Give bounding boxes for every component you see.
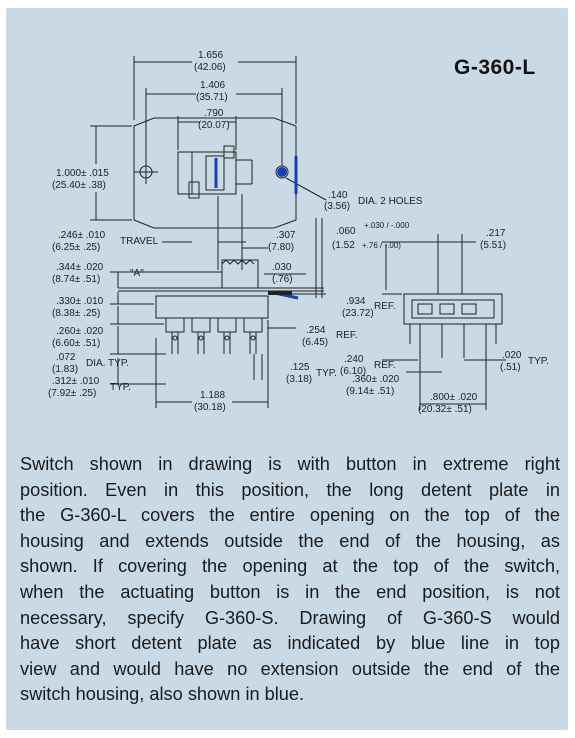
top-view-actuator: [205, 155, 225, 191]
dim-ref-934: .934: [346, 296, 366, 307]
dim-h-330-mm: (8.38± .25): [52, 308, 100, 319]
caption-line: view and would have no extension outside…: [20, 658, 560, 679]
dim-w-1188: 1.188: [200, 390, 225, 401]
dim-typ-125-label: TYP.: [316, 368, 337, 379]
dim-travel-label: TRAVEL: [120, 236, 159, 247]
dim-ref-934-label: REF.: [374, 301, 396, 312]
front-view-housing: [155, 295, 269, 319]
dim-h-312: .312± .010: [52, 376, 100, 387]
dim-plate-offset-mm-tol: +.76 / -.00): [362, 241, 401, 250]
dim-typ-020-label: TYP.: [528, 356, 549, 367]
caption-line: shown. If covering the opening at the to…: [20, 556, 560, 577]
dim-w-360: .360± .020: [352, 374, 400, 385]
dim-flange-height-mm: (25.40± .38): [52, 180, 106, 191]
part-number-title: G-360-L: [454, 56, 536, 79]
caption-line: when the actuating button is in the end …: [20, 581, 560, 602]
dim-holes-label: DIA. 2 HOLES: [358, 196, 423, 207]
dim-ref-934-mm: (23.72): [342, 308, 374, 319]
dim-travel: .246± .010: [58, 230, 106, 241]
dim-plate-030: .030: [272, 262, 292, 273]
dim-ref-240: .240: [344, 354, 364, 365]
top-view-flange: [133, 117, 297, 229]
dim-side-217-mm: (5.51): [480, 240, 506, 251]
dim-plate-offset: .060: [336, 226, 356, 237]
dim-actuator-width: .307: [276, 230, 296, 241]
dim-ref-254-label: REF.: [336, 330, 358, 341]
dim-w-360-mm: (9.14± .51): [346, 386, 394, 397]
dim-hole-spacing-mm: (35.71): [196, 92, 228, 103]
spec-panel: 1.656 (42.06) 1.406 (35.71) .790 (20.07)…: [6, 8, 568, 730]
dim-travel-mm: (6.25± .25): [52, 242, 100, 253]
caption-line: Switch shown in drawing is with button i…: [20, 454, 560, 474]
dim-body-length-mm: (20.07): [198, 120, 230, 131]
dim-dia-072: .072: [56, 352, 76, 363]
dim-hole-spacing: 1.406: [200, 80, 225, 91]
dim-a-label: "A": [130, 268, 144, 279]
caption-line: position. Even in this position, the lon…: [20, 479, 560, 500]
dim-overall-length: 1.656: [198, 50, 223, 61]
caption-line: necessary, specify G-360-S. Drawing of G…: [20, 607, 560, 628]
dim-actuator-width-mm: (7.80): [268, 242, 294, 253]
dim-holes: .140: [328, 190, 348, 201]
dim-overall-length-mm: (42.06): [194, 62, 226, 73]
dim-typ-020: .020: [502, 350, 522, 361]
dim-plate-030-mm: (.76): [272, 274, 293, 285]
dim-a-344-mm: (8.74± .51): [52, 274, 100, 285]
caption-line: housing and extends outside the end of t…: [20, 530, 560, 551]
dim-body-length: .790: [204, 108, 224, 119]
dim-flange-height: 1.000± .015: [56, 168, 109, 179]
dim-w-800-mm: (20.32± .51): [418, 404, 472, 415]
dim-side-217: .217: [486, 228, 506, 239]
switch-drawing: 1.656 (42.06) 1.406 (35.71) .790 (20.07)…: [48, 50, 549, 415]
dim-h-312-mm: (7.92± .25): [48, 388, 96, 399]
dim-dia-072-mm: (1.83): [52, 364, 78, 375]
dim-dia-label: DIA. TYP.: [86, 358, 129, 369]
dim-ref-254: .254: [306, 325, 326, 336]
top-view-body: [177, 151, 237, 195]
dim-typ-020-mm: (.51): [500, 362, 521, 373]
caption-line: the G-360-L covers the entire opening on…: [20, 505, 560, 526]
caption-line: have short detent plate as indicated by …: [20, 633, 560, 654]
dim-h-312-label: TYP.: [110, 382, 131, 393]
dim-w-1188-mm: (30.18): [194, 402, 226, 413]
side-view-housing: [403, 293, 503, 325]
dim-h-260-mm: (6.60± .51): [52, 338, 100, 349]
dim-typ-125: .125: [290, 362, 310, 373]
dim-plate-offset-mm: (1.52: [332, 240, 355, 251]
dim-plate-offset-tol: +.030 / -.000: [364, 221, 410, 230]
dim-ref-240-label: REF.: [374, 360, 396, 371]
dim-h-260: .260± .020: [56, 326, 104, 337]
dim-h-330: .330± .010: [56, 296, 104, 307]
dim-w-800: .800± .020: [430, 392, 478, 403]
dim-holes-mm: (3.56): [324, 201, 350, 212]
description-caption: Switch shown in drawing is with button i…: [20, 452, 560, 708]
front-view-actuator: [221, 259, 259, 289]
dim-ref-240-mm: (6.10): [340, 366, 366, 377]
dim-typ-125-mm: (3.18): [286, 374, 312, 385]
side-view-actuator: [437, 241, 463, 295]
caption-line: switch housing, also shown in blue.: [20, 684, 305, 705]
dim-a-344: .344± .020: [56, 262, 104, 273]
dim-ref-254-mm: (6.45): [302, 337, 328, 348]
dimension-labels: 1.656 (42.06) 1.406 (35.71) .790 (20.07)…: [48, 50, 549, 415]
